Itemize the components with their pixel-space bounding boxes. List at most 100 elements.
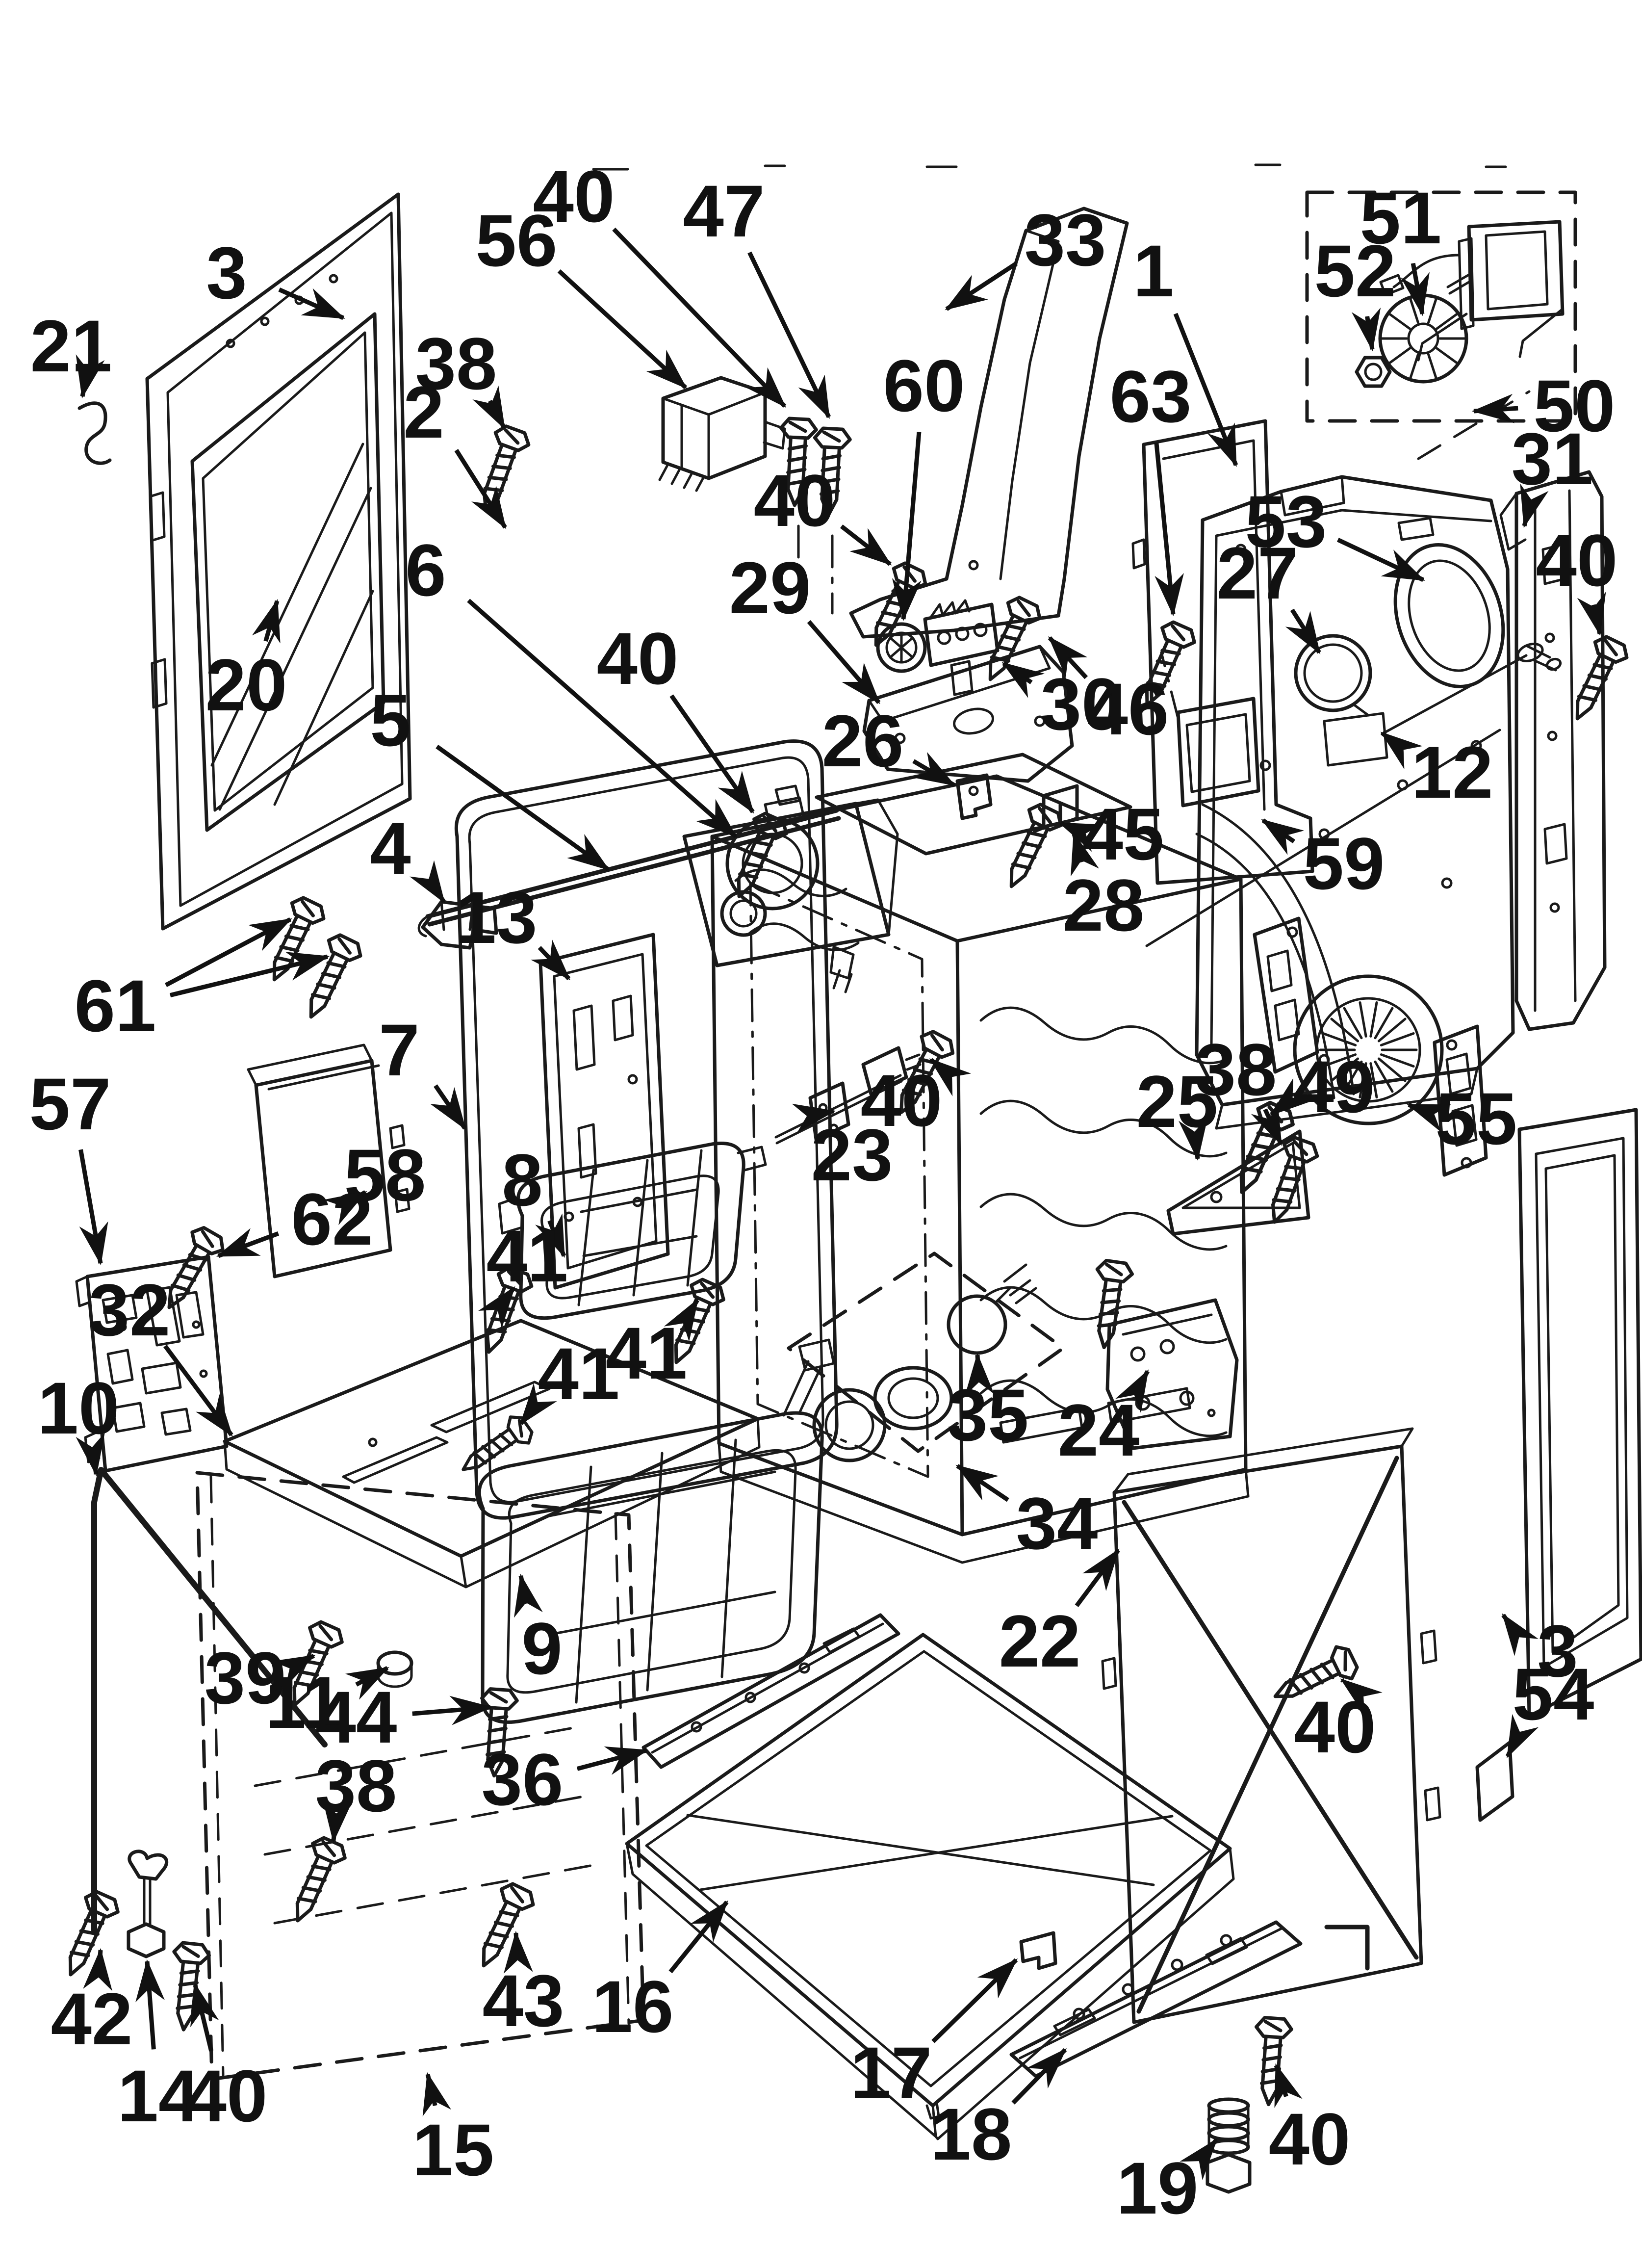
leader-arrow-18 — [1011, 2048, 1067, 2105]
callout-40: 40 — [754, 459, 836, 542]
leader-arrow-33 — [945, 261, 1018, 311]
callout-3: 3 — [1537, 1610, 1578, 1692]
leader-arrow-40 — [1340, 1678, 1383, 1716]
convection-fan-cover-55 — [1253, 916, 1488, 1177]
leveling-leg-14 — [127, 1850, 169, 1958]
leader-arrow-41 — [478, 1286, 516, 1329]
label-sticker-54 — [1475, 1741, 1514, 1822]
callout-53: 53 — [1245, 480, 1327, 563]
leader-arrow-13 — [531, 939, 571, 981]
callout-5: 5 — [370, 679, 410, 761]
callout-60: 60 — [883, 344, 965, 427]
leader-arrow-50 — [1471, 393, 1518, 423]
leader-arrow-46 — [1048, 636, 1088, 679]
light-lens-socket-bulb-35 — [812, 1263, 1037, 1462]
leader-arrow-8 — [535, 1213, 566, 1258]
leader-arrow-61 — [169, 952, 330, 997]
callout-8: 8 — [502, 1139, 542, 1221]
leader-arrow-38 — [472, 386, 506, 430]
leader-arrow-39 — [271, 1654, 316, 1688]
leader-arrow-35 — [965, 1353, 995, 1396]
callout-38: 38 — [415, 322, 497, 405]
leader-arrow-52 — [1351, 307, 1381, 352]
leader-arrow-9 — [513, 1573, 543, 1618]
leader-arrow-62 — [216, 1228, 280, 1258]
callout-20: 20 — [205, 644, 287, 726]
callout-15: 15 — [412, 2109, 494, 2191]
top-tick-marks — [592, 163, 1507, 171]
callout-33: 33 — [1025, 199, 1106, 281]
terminal-block-30 — [923, 599, 1000, 696]
leader-arrow-15 — [422, 2072, 452, 2117]
callout-27: 27 — [1217, 532, 1299, 614]
leader-arrow-63 — [1154, 443, 1184, 617]
callout-40: 40 — [1536, 519, 1618, 601]
callout-4: 4 — [370, 807, 410, 889]
callout-38: 38 — [315, 1745, 397, 1827]
door-clip-21 — [77, 401, 112, 465]
leader-arrow-27 — [1285, 608, 1321, 654]
vent-opening-53 — [1393, 543, 1505, 688]
long-leader-line — [1145, 729, 1501, 947]
oven-cavity-body — [710, 753, 1250, 1564]
insulation-waves — [734, 868, 1228, 1437]
leader-arrow-2 — [454, 449, 507, 529]
leader-arrow-3 — [1501, 1613, 1539, 1656]
callout-26: 26 — [822, 700, 904, 782]
callout-18: 18 — [930, 2093, 1012, 2175]
insulation-panel-22 — [1101, 1427, 1441, 2024]
callout-2: 2 — [403, 371, 444, 453]
callout-40: 40 — [597, 617, 679, 700]
callout-22: 22 — [999, 1600, 1081, 1682]
callout-55: 55 — [1436, 1077, 1517, 1160]
callout-36: 36 — [482, 1738, 564, 1821]
leader-arrow-12 — [1380, 731, 1423, 769]
callout-28: 28 — [1063, 864, 1145, 946]
leader-arrow-19 — [1180, 2138, 1218, 2181]
clip-17 — [1019, 1931, 1057, 1970]
callout-44: 44 — [315, 1676, 397, 1758]
leader-arrow-31 — [1520, 483, 1549, 528]
leader-arrow-40 — [929, 1058, 972, 1096]
callout-57: 57 — [29, 1063, 111, 1145]
callout-35: 35 — [947, 1374, 1029, 1456]
grommet-60 — [876, 622, 927, 673]
callout-40: 40 — [1269, 2098, 1351, 2180]
leader-arrow-61 — [165, 917, 292, 987]
leader-arrow-7 — [430, 1084, 467, 1130]
callout-12: 12 — [1411, 731, 1493, 813]
leader-arrow-40 — [1274, 2063, 1303, 2108]
leader-arrow-34 — [955, 1464, 1009, 1502]
bracket-29 — [862, 645, 1074, 783]
motor-50 — [1379, 220, 1565, 362]
leader-arrow-40 — [840, 524, 892, 566]
hinge-bracket-25 — [1166, 1129, 1310, 1236]
callout-49: 49 — [1293, 1045, 1375, 1128]
callout-16: 16 — [592, 1965, 674, 2048]
callout-17: 17 — [850, 2032, 932, 2114]
callout-50: 50 — [1534, 365, 1616, 447]
leader-arrow-1 — [1173, 313, 1238, 467]
callout-52: 52 — [1314, 230, 1396, 312]
rear-frame-rail-31 — [1499, 470, 1607, 1031]
callout-11: 11 — [265, 1661, 343, 1744]
leader-arrow-40 — [612, 227, 787, 408]
callout-38: 38 — [1195, 1028, 1277, 1111]
callout-29: 29 — [729, 547, 811, 629]
callout-19: 19 — [1117, 2147, 1199, 2229]
leader-arrow-32 — [163, 1344, 233, 1437]
callout-61: 61 — [75, 965, 156, 1047]
leader-arrow-60 — [892, 432, 922, 622]
leader-arrow-40 — [669, 694, 755, 814]
leader-arrow-53 — [1336, 538, 1425, 582]
broil-element-8 — [498, 1142, 767, 1320]
leader-arrow-20 — [252, 599, 281, 644]
leader-arrow-25 — [1178, 1117, 1208, 1161]
leader-arrow-56 — [557, 269, 688, 390]
callout-41: 41 — [538, 1332, 620, 1415]
screw-fasteners — [54, 418, 1631, 2106]
leader-arrow-14 — [135, 1959, 165, 2050]
leader-arrow-54 — [1505, 1714, 1539, 1758]
base-pan-16 — [625, 1633, 1235, 2140]
